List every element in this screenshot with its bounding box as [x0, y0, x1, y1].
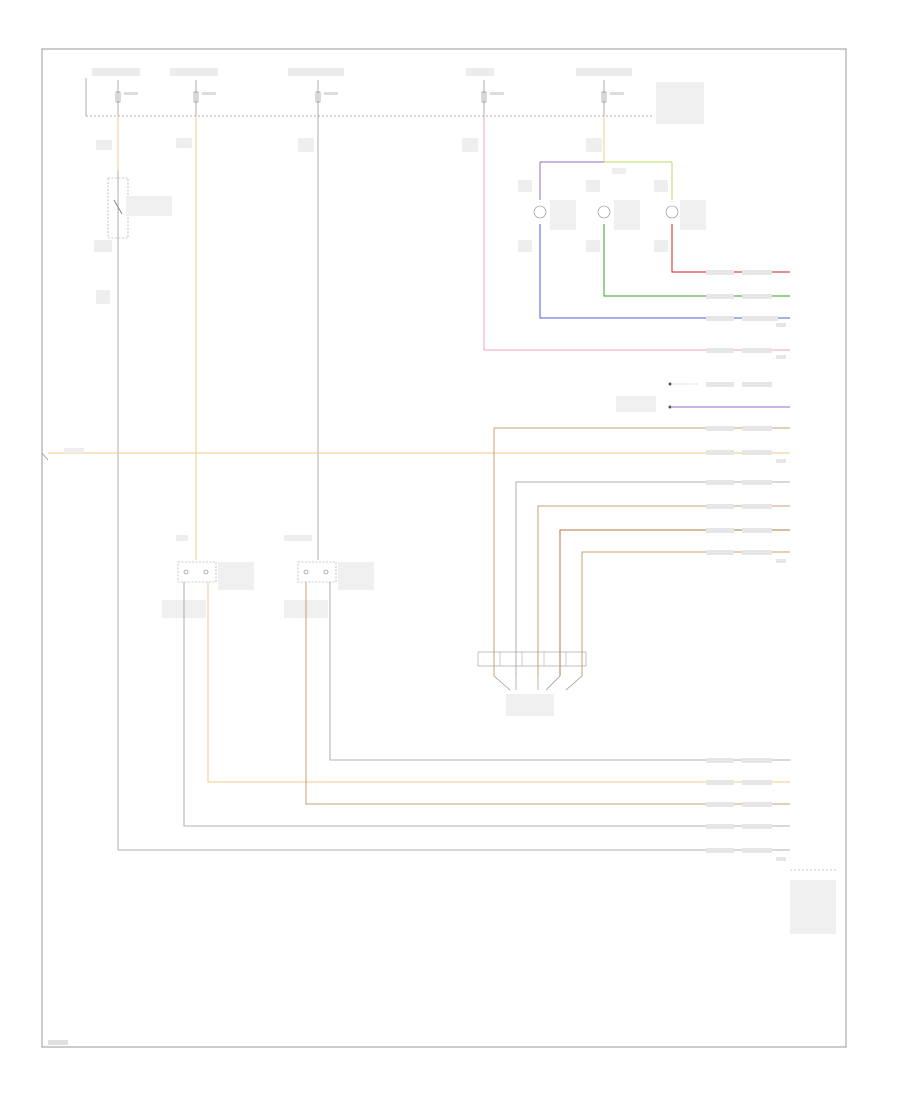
connector-icon	[183, 569, 189, 575]
fuse-icon	[481, 91, 487, 103]
gray-run-a	[329, 582, 790, 761]
fuse-block-3	[288, 68, 344, 116]
red-wire	[671, 224, 790, 273]
right-labels-lower	[706, 426, 786, 563]
fuse-icon	[601, 91, 607, 103]
left-circuit	[94, 116, 172, 850]
diagram-frame	[41, 48, 847, 1048]
green-wire	[603, 224, 790, 297]
lamp-icon	[597, 205, 611, 219]
orange-run-b	[207, 582, 790, 783]
connector-icon	[323, 569, 329, 575]
right-connector-labels	[706, 270, 786, 359]
gray-wire-2	[515, 481, 790, 676]
fuse-block-1	[92, 68, 140, 116]
gray-run-d	[183, 582, 790, 827]
fuse-block-2	[170, 68, 218, 116]
lamp-icon	[533, 205, 547, 219]
diagram-tag	[48, 1040, 68, 1045]
fuse-icon	[315, 91, 321, 103]
lamp-cluster	[518, 116, 706, 252]
pink-wire	[483, 116, 790, 351]
fuse-icon	[115, 91, 121, 103]
fuse-block-4	[466, 68, 504, 116]
tan-run-c	[305, 582, 790, 805]
lamp-icon	[665, 205, 679, 219]
tan-wire-1	[493, 427, 790, 676]
fuse-icon	[193, 91, 199, 103]
bottom-right-labels	[706, 758, 836, 934]
tan-wire-5	[581, 551, 790, 676]
connector-icon	[303, 569, 309, 575]
splice-icon	[668, 405, 672, 409]
fuse-block-5	[576, 68, 704, 124]
right-door-lock-actuator	[284, 535, 374, 618]
splice-connectors	[616, 382, 790, 412]
connector-icon	[203, 569, 209, 575]
splice-icon	[668, 382, 672, 386]
door-lock-switch-connector	[477, 651, 587, 716]
